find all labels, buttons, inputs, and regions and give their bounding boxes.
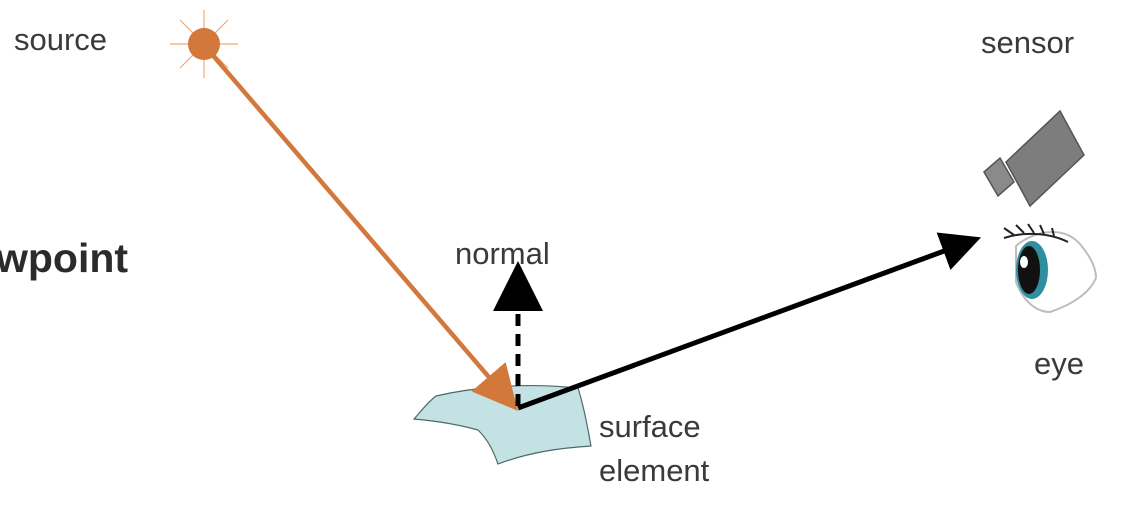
title-fragment: wpoint [0,235,129,281]
incident-ray-arrow [208,50,518,411]
surface-element-patch [412,384,592,465]
surface-label: surface [599,409,701,444]
element-label: element [599,453,710,488]
camera-icon [983,109,1085,208]
source-label: source [14,22,108,57]
reflected-ray-arrow [517,232,982,411]
eye-label: eye [1034,346,1084,381]
normal-label: normal [455,236,550,271]
sun-icon [170,10,238,78]
eye-icon [1003,223,1098,314]
sensor-label: sensor [981,25,1075,60]
